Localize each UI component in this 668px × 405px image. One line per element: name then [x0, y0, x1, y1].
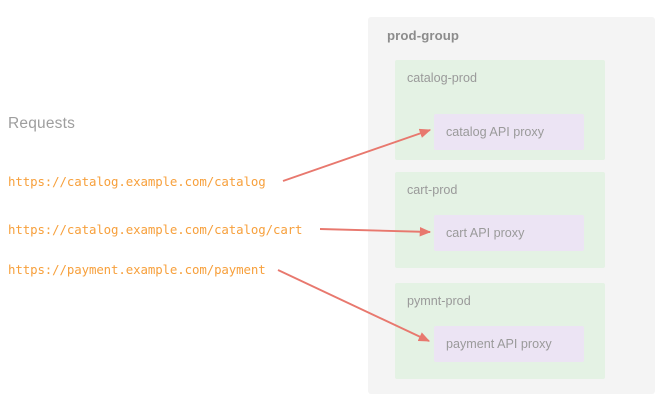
service-box-cart-prod: cart-prod cart API proxy: [395, 172, 605, 268]
service-box-catalog-prod: catalog-prod catalog API proxy: [395, 60, 605, 160]
service-label-catalog-prod: catalog-prod: [407, 71, 478, 85]
requests-section: Requests https://catalog.example.com/cat…: [8, 115, 303, 277]
proxy-box-catalog-api-proxy[interactable]: catalog API proxy: [434, 114, 584, 150]
prod-group-panel: prod-group catalog-prod catalog API prox…: [368, 17, 655, 394]
service-box-pymnt-prod: pymnt-prod payment API proxy: [395, 283, 605, 379]
proxy-label-payment-api-proxy: payment API proxy: [446, 337, 552, 351]
prod-group-title: prod-group: [387, 28, 460, 43]
service-label-cart-prod: cart-prod: [407, 183, 458, 197]
request-url-catalog-cart[interactable]: https://catalog.example.com/catalog/cart: [8, 222, 303, 237]
service-label-pymnt-prod: pymnt-prod: [407, 294, 471, 308]
proxy-box-cart-api-proxy[interactable]: cart API proxy: [434, 215, 584, 251]
requests-heading: Requests: [8, 115, 76, 132]
request-url-catalog[interactable]: https://catalog.example.com/catalog: [8, 174, 266, 189]
proxy-label-cart-api-proxy: cart API proxy: [446, 226, 525, 240]
request-url-payment[interactable]: https://payment.example.com/payment: [8, 262, 266, 277]
proxy-box-payment-api-proxy[interactable]: payment API proxy: [434, 326, 584, 362]
proxy-label-catalog-api-proxy: catalog API proxy: [446, 125, 545, 139]
